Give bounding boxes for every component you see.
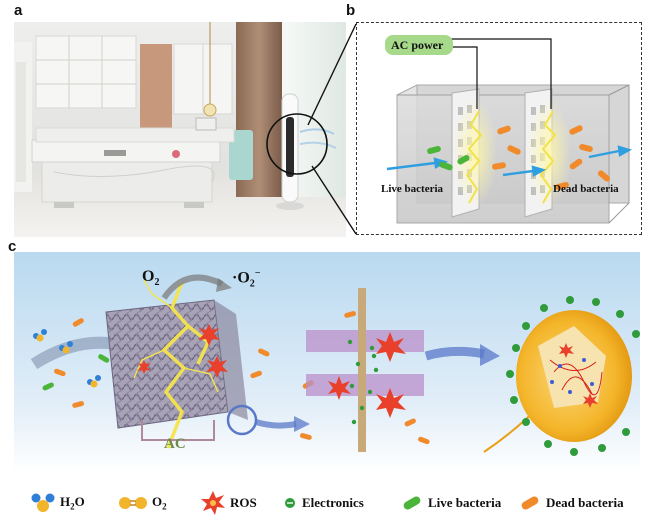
legend-item-water: H2O [30,486,85,520]
panel-letter-c: c [8,238,17,255]
kitchen-photo [14,22,346,237]
legend-label-water: H2O [60,494,85,512]
oxygen-label: O2 [142,268,160,289]
legend-item-electron: Electronics [282,486,364,520]
oxygen-molecule-icon [119,497,147,509]
dead-bacteria-label: Dead bacteria [553,183,619,195]
mechanism-illustration: O2 ·O2− AC [14,252,640,472]
panel-letter-b: b [346,2,356,19]
live-bacteria-label: Live bacteria [381,183,444,195]
electron-icon [285,498,295,508]
legend-label-dead-bacteria: Dead bacteria [546,495,624,510]
filter-schematic: AC power Live bacteria Dead bacteria [356,22,642,235]
legend-label-ros: ROS [230,495,257,510]
live-bacterium-icon [403,496,421,510]
legend-label-live-bacteria: Live bacteria [428,495,502,510]
ros-burst-icon [201,491,225,515]
legend-label-oxygen: O2 [152,494,167,512]
legend-label-electron: Electronics [302,495,364,510]
ac-power-label: AC power [391,38,444,52]
legend-item-live-bacteria: Live bacteria [400,486,501,520]
zoom-connector-lines [307,23,357,235]
ac-label: AC [164,436,186,452]
legend-item-dead-bacteria: Dead bacteria [518,486,624,520]
superoxide-label: ·O2− [232,268,261,290]
legend-item-oxygen: O2 [118,486,167,520]
panel-letter-a: a [14,2,23,19]
water-molecule-icon [31,493,55,512]
legend: H2O O2 ROS Electronics Live bacteria Dea… [14,486,640,520]
dead-bacterium-icon [521,496,539,510]
legend-item-ros: ROS [200,486,257,520]
